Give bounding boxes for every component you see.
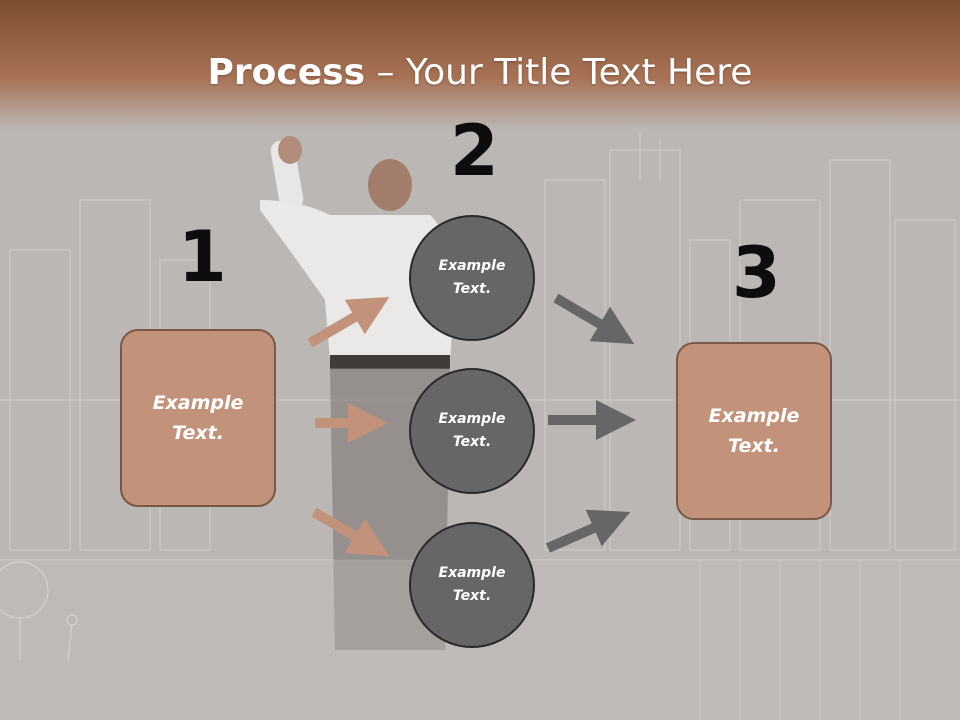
step-number-2: 2 [450,110,499,192]
step-number-1: 1 [178,216,227,298]
step-box-1: Example Text. [120,329,276,507]
title-band [0,0,960,130]
step-box-3-text: Example Text. [708,405,800,457]
step-circle-middle-text: Example Text. [438,411,506,450]
step-circle-top: Example Text. [409,215,535,341]
step-circle-top-text: Example Text. [438,258,506,297]
title-rest: – Your Title Text Here [365,52,753,93]
step-circle-bottom-text: Example Text. [438,565,506,604]
step-box-3: Example Text. [676,342,832,520]
step-circle-bottom: Example Text. [409,522,535,648]
step-box-1-text: Example Text. [152,392,244,444]
title-bold: Process [207,52,366,93]
step-circle-middle: Example Text. [409,368,535,494]
step-number-3: 3 [732,232,781,314]
slide-title: Process – Your Title Text Here [0,52,960,93]
